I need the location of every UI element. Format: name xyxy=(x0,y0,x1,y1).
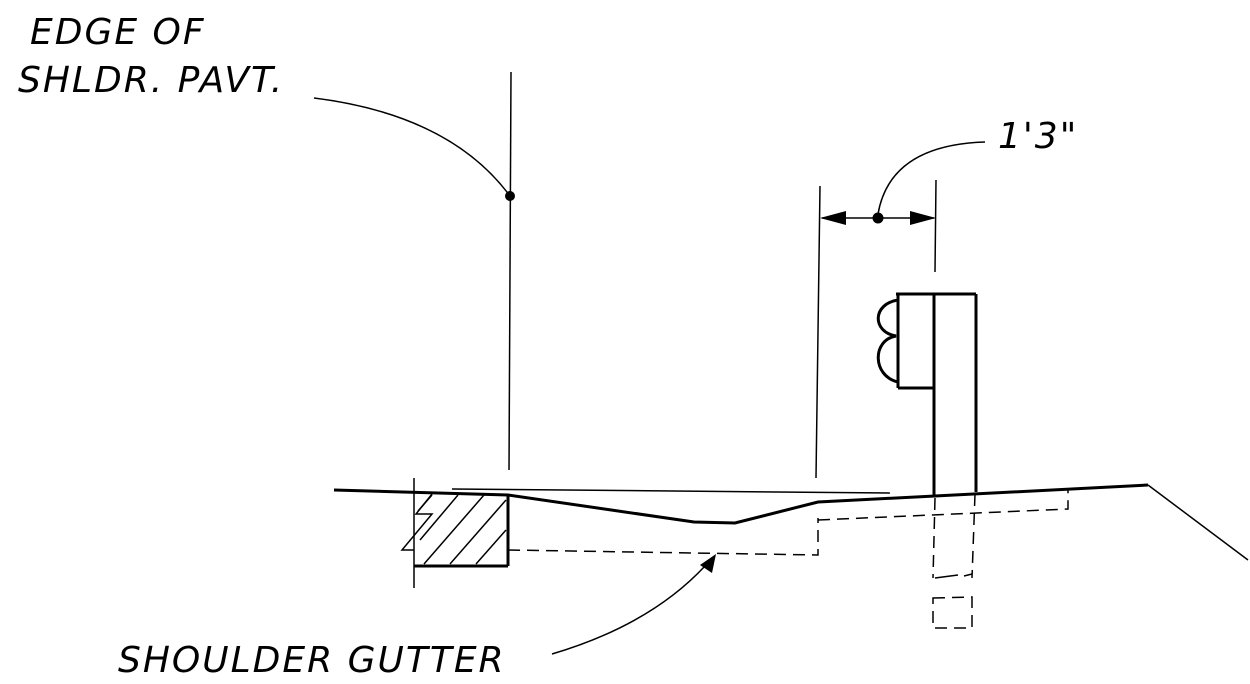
w-beam-rail xyxy=(876,298,899,384)
post-embed-left xyxy=(932,497,936,579)
dimension-center-dot xyxy=(872,212,884,224)
post-embed-bottom xyxy=(932,596,973,629)
slope-line xyxy=(1147,484,1249,561)
dimension-label: 1'3" xyxy=(998,116,1078,157)
surface-reference-line xyxy=(451,488,891,494)
break-symbol xyxy=(400,493,434,551)
post-embed-right xyxy=(971,493,976,579)
dimension-extension-left xyxy=(815,185,821,479)
edge-of-shoulder-label-line1: EDGE OF xyxy=(30,12,206,53)
post-break-upper xyxy=(934,573,973,579)
dimension-extension-right xyxy=(934,179,937,273)
dimension-arrow-right xyxy=(910,211,936,225)
gutter-bottom-dashed xyxy=(507,518,819,556)
gutter-leader-line xyxy=(551,565,706,655)
edge-of-shoulder-label-line2: SHLDR. PAVT. xyxy=(18,60,284,101)
pavement-profile xyxy=(333,483,1149,525)
edge-reference-line xyxy=(508,71,512,471)
shoulder-base-dashed xyxy=(817,490,1069,521)
shoulder-gutter-label: SHOULDER GUTTER xyxy=(118,640,506,681)
dimension-leader-line xyxy=(877,141,986,215)
slab-hatching xyxy=(417,494,507,565)
dimension-arrow-left xyxy=(820,211,846,225)
gutter-leader-arrow xyxy=(700,554,716,573)
edge-leader-line xyxy=(313,97,511,197)
